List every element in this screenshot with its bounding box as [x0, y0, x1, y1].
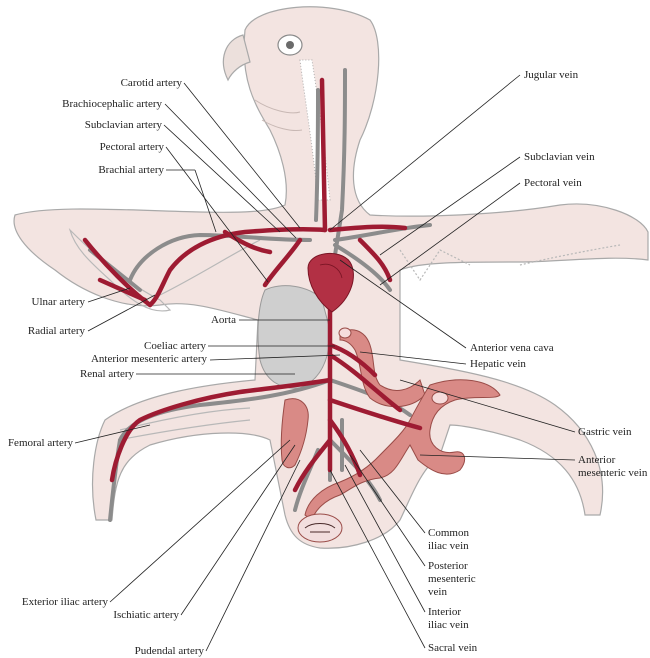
liver	[257, 285, 331, 389]
label-pudendal-artery: Pudendal artery	[134, 645, 204, 657]
bird-head	[222, 34, 303, 131]
label-coeliac-artery: Coeliac artery	[144, 340, 206, 352]
label-anterior-mesenteric-artery: Anterior mesenteric artery	[90, 353, 207, 365]
label-carotid-artery: Carotid artery	[120, 77, 182, 89]
label-common-iliac-vein: Common iliac vein	[428, 527, 469, 552]
label-gastric-vein: Gastric vein	[578, 426, 632, 438]
label-pectoral-vein: Pectoral vein	[524, 177, 582, 189]
label-brachial-artery: Brachial artery	[98, 164, 164, 176]
label-interior-iliac-vein: Interior iliac vein	[428, 606, 469, 631]
label-ulnar-artery: Ulnar artery	[31, 296, 85, 308]
arteries	[82, 77, 423, 493]
label-aorta: Aorta	[210, 314, 236, 326]
label-brachiocephalic-artery: Brachiocephalic artery	[62, 98, 162, 110]
label-pectoral-artery: Pectoral artery	[99, 141, 164, 153]
label-radial-artery: Radial artery	[27, 325, 85, 337]
label-renal-artery: Renal artery	[79, 368, 134, 380]
label-anterior-mesenteric-vein: Anterior mesenteric vein	[578, 454, 648, 479]
leader-lines	[74, 74, 576, 652]
label-hepatic-vein: Hepatic vein	[470, 358, 526, 370]
label-jugular-vein: Jugular vein	[524, 69, 579, 81]
intestine	[280, 327, 501, 543]
label-subclavian-artery: Subclavian artery	[84, 119, 162, 131]
label-subclavian-vein: Subclavian vein	[524, 151, 595, 163]
label-posterior-mesenteric-vein: Posterior mesenteric vein	[428, 560, 476, 598]
label-ischiatic-artery: Ischiatic artery	[113, 609, 179, 621]
label-anterior-vena-cava: Anterior vena cava	[470, 342, 554, 354]
heart	[307, 252, 354, 313]
label-exterior-iliac-artery: Exterior iliac artery	[21, 596, 108, 608]
label-sacral-vein: Sacral vein	[428, 642, 478, 654]
label-femoral-artery: Femoral artery	[7, 437, 73, 449]
